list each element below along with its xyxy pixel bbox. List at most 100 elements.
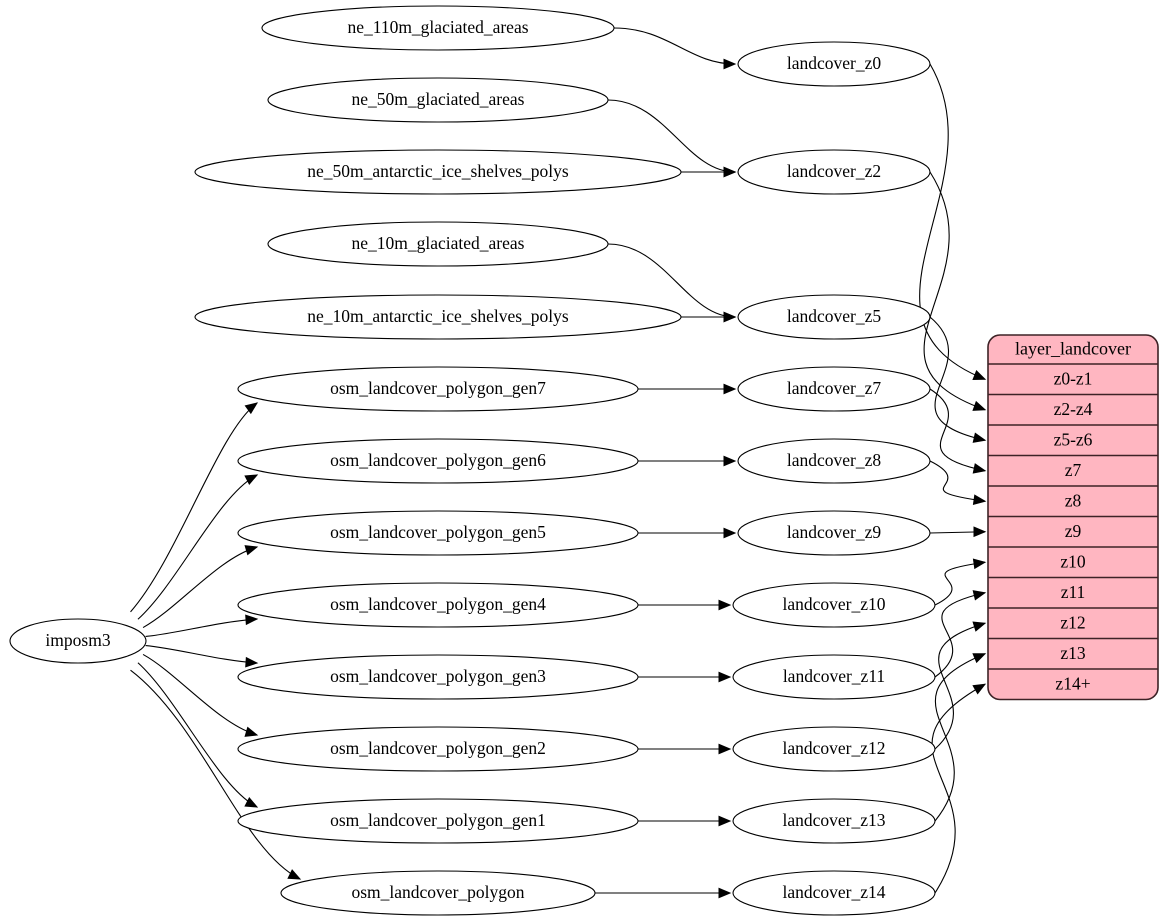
node-osm_landcover_polygon_gen5[interactable]: osm_landcover_polygon_gen5: [237, 510, 639, 556]
node-ne_10m_glaciated_areas[interactable]: ne_10m_glaciated_areas: [267, 221, 609, 267]
edge-arrowhead: [723, 58, 737, 70]
node-ellipse: [194, 149, 682, 195]
node-label: landcover_z11: [783, 666, 885, 686]
edge-arrowhead: [723, 455, 737, 467]
node-imposm3[interactable]: imposm3: [9, 618, 147, 664]
node-label: osm_landcover_polygon_gen3: [330, 666, 546, 686]
node-label: ne_10m_glaciated_areas: [352, 233, 525, 253]
edge-arrowhead: [718, 743, 732, 755]
node-label: ne_50m_antarctic_ice_shelves_polys: [307, 161, 569, 181]
edge-landcover_z7-to-z7: [929, 388, 986, 472]
node-ellipse: [237, 726, 639, 772]
node-landcover_z7[interactable]: landcover_z7: [737, 366, 931, 412]
table-row-z13[interactable]: z13: [1060, 643, 1086, 663]
edge-arrowhead: [718, 599, 732, 611]
edge-arrowhead: [972, 370, 987, 380]
node-osm_landcover_polygon_gen3[interactable]: osm_landcover_polygon_gen3: [237, 654, 639, 700]
node-label: landcover_z10: [782, 594, 885, 614]
node-osm_landcover_polygon_gen2[interactable]: osm_landcover_polygon_gen2: [237, 726, 639, 772]
node-ne_50m_glaciated_areas[interactable]: ne_50m_glaciated_areas: [267, 77, 609, 123]
table-row-z9[interactable]: z9: [1065, 521, 1082, 541]
node-label: landcover_z12: [782, 738, 885, 758]
edge-arrowhead: [723, 166, 737, 178]
layer-landcover-table: layer_landcoverz0-z1z2-z4z5-z6z7z8z9z10z…: [987, 334, 1159, 701]
edge-arrowhead: [972, 432, 987, 443]
table-row-z8[interactable]: z8: [1065, 490, 1082, 510]
edge-imposm3-to-osm_landcover_polygon_gen6: [137, 474, 258, 620]
table-row-z5-z6[interactable]: z5-z6: [1054, 429, 1093, 449]
edge-arrowhead: [244, 545, 259, 556]
node-landcover_z0[interactable]: landcover_z0: [737, 41, 931, 87]
node-ellipse: [737, 149, 931, 195]
node-landcover_z14[interactable]: landcover_z14: [732, 870, 936, 916]
edge-imposm3-to-osm_landcover_polygon_gen3: [145, 644, 258, 664]
node-landcover_z9[interactable]: landcover_z9: [737, 510, 931, 556]
edge-arrowhead: [244, 402, 259, 415]
node-ne_50m_antarctic_ice_shelves_polys[interactable]: ne_50m_antarctic_ice_shelves_polys: [194, 149, 682, 195]
node-landcover_z8[interactable]: landcover_z8: [737, 438, 931, 484]
table-row-label: z14+: [1055, 673, 1090, 693]
edge-imposm3-to-osm_landcover_polygon_gen1: [137, 662, 258, 808]
table-row-z2-z4[interactable]: z2-z4: [1054, 399, 1093, 419]
node-ellipse: [280, 870, 596, 916]
node-label: osm_landcover_polygon_gen6: [330, 450, 546, 470]
edge-landcover_z2-to-z2-z4: [923, 171, 986, 411]
node-label: osm_landcover_polygon_gen7: [330, 378, 546, 398]
node-label: ne_50m_glaciated_areas: [352, 89, 525, 109]
edge-landcover_z8-to-z8: [929, 460, 986, 502]
table-row-z14+[interactable]: z14+: [1055, 673, 1090, 693]
edge-ne_50m_glaciated_areas-to-landcover_z2: [607, 99, 736, 173]
edge-arrowhead: [972, 463, 987, 474]
table-row-z12[interactable]: z12: [1060, 612, 1085, 632]
edge-landcover_z12-to-z12: [934, 622, 986, 750]
edge-layer: [130, 27, 987, 899]
edge-arrowhead: [972, 400, 987, 411]
node-ellipse: [732, 582, 936, 628]
table-row-label: z0-z1: [1054, 368, 1093, 388]
node-label: landcover_z13: [782, 810, 885, 830]
node-ellipse: [237, 510, 639, 556]
edge-arrowhead: [723, 383, 737, 395]
edge-imposm3-to-osm_landcover_polygon_gen5: [142, 546, 258, 629]
node-label: landcover_z2: [787, 161, 881, 181]
table-row-z7[interactable]: z7: [1065, 460, 1082, 480]
node-label: landcover_z8: [787, 450, 882, 470]
edge-landcover_z0-to-z0-z1: [919, 63, 986, 380]
node-layer: ne_110m_glaciated_areas ne_50m_glaciated_…: [9, 5, 936, 916]
table-row-label: z11: [1061, 582, 1086, 602]
node-ellipse: [237, 438, 639, 484]
node-ellipse: [237, 654, 639, 700]
node-label: osm_landcover_polygon_gen1: [330, 810, 546, 830]
node-label: osm_landcover_polygon_gen2: [330, 738, 546, 758]
edge-ne_10m_glaciated_areas-to-landcover_z5: [607, 243, 736, 318]
node-osm_landcover_polygon[interactable]: osm_landcover_polygon: [280, 870, 596, 916]
node-osm_landcover_polygon_gen7[interactable]: osm_landcover_polygon_gen7: [237, 366, 639, 412]
edge-landcover_z10-to-z10: [934, 561, 986, 606]
edge-arrowhead: [244, 726, 259, 737]
table-row-z11[interactable]: z11: [1061, 582, 1086, 602]
node-landcover_z13[interactable]: landcover_z13: [732, 798, 936, 844]
node-landcover_z5[interactable]: landcover_z5: [737, 294, 931, 340]
edge-landcover_z13-to-z13: [934, 653, 986, 822]
node-osm_landcover_polygon_gen6[interactable]: osm_landcover_polygon_gen6: [237, 438, 639, 484]
edge-ne_110m_glaciated_areas-to-landcover_z0: [613, 27, 736, 65]
node-label: landcover_z9: [787, 522, 882, 542]
node-label: imposm3: [45, 630, 110, 650]
node-ne_110m_glaciated_areas[interactable]: ne_110m_glaciated_areas: [261, 5, 615, 51]
node-landcover_z2[interactable]: landcover_z2: [737, 149, 931, 195]
edge-arrowhead: [972, 494, 987, 505]
node-label: osm_landcover_polygon_gen5: [330, 522, 546, 542]
node-osm_landcover_polygon_gen1[interactable]: osm_landcover_polygon_gen1: [237, 798, 639, 844]
node-ellipse: [237, 798, 639, 844]
table-row-z0-z1[interactable]: z0-z1: [1054, 368, 1093, 388]
node-label: landcover_z5: [787, 306, 882, 326]
node-landcover_z10[interactable]: landcover_z10: [732, 582, 936, 628]
edge-imposm3-to-osm_landcover_polygon_gen2: [142, 653, 258, 736]
table-row-label: z13: [1060, 643, 1086, 663]
table-row-z10[interactable]: z10: [1060, 551, 1086, 571]
node-ne_10m_antarctic_ice_shelves_polys[interactable]: ne_10m_antarctic_ice_shelves_polys: [194, 294, 682, 340]
node-landcover_z12[interactable]: landcover_z12: [732, 726, 936, 772]
node-osm_landcover_polygon_gen4[interactable]: osm_landcover_polygon_gen4: [237, 582, 639, 628]
node-label: osm_landcover_polygon: [351, 882, 524, 902]
node-landcover_z11[interactable]: landcover_z11: [732, 654, 936, 700]
